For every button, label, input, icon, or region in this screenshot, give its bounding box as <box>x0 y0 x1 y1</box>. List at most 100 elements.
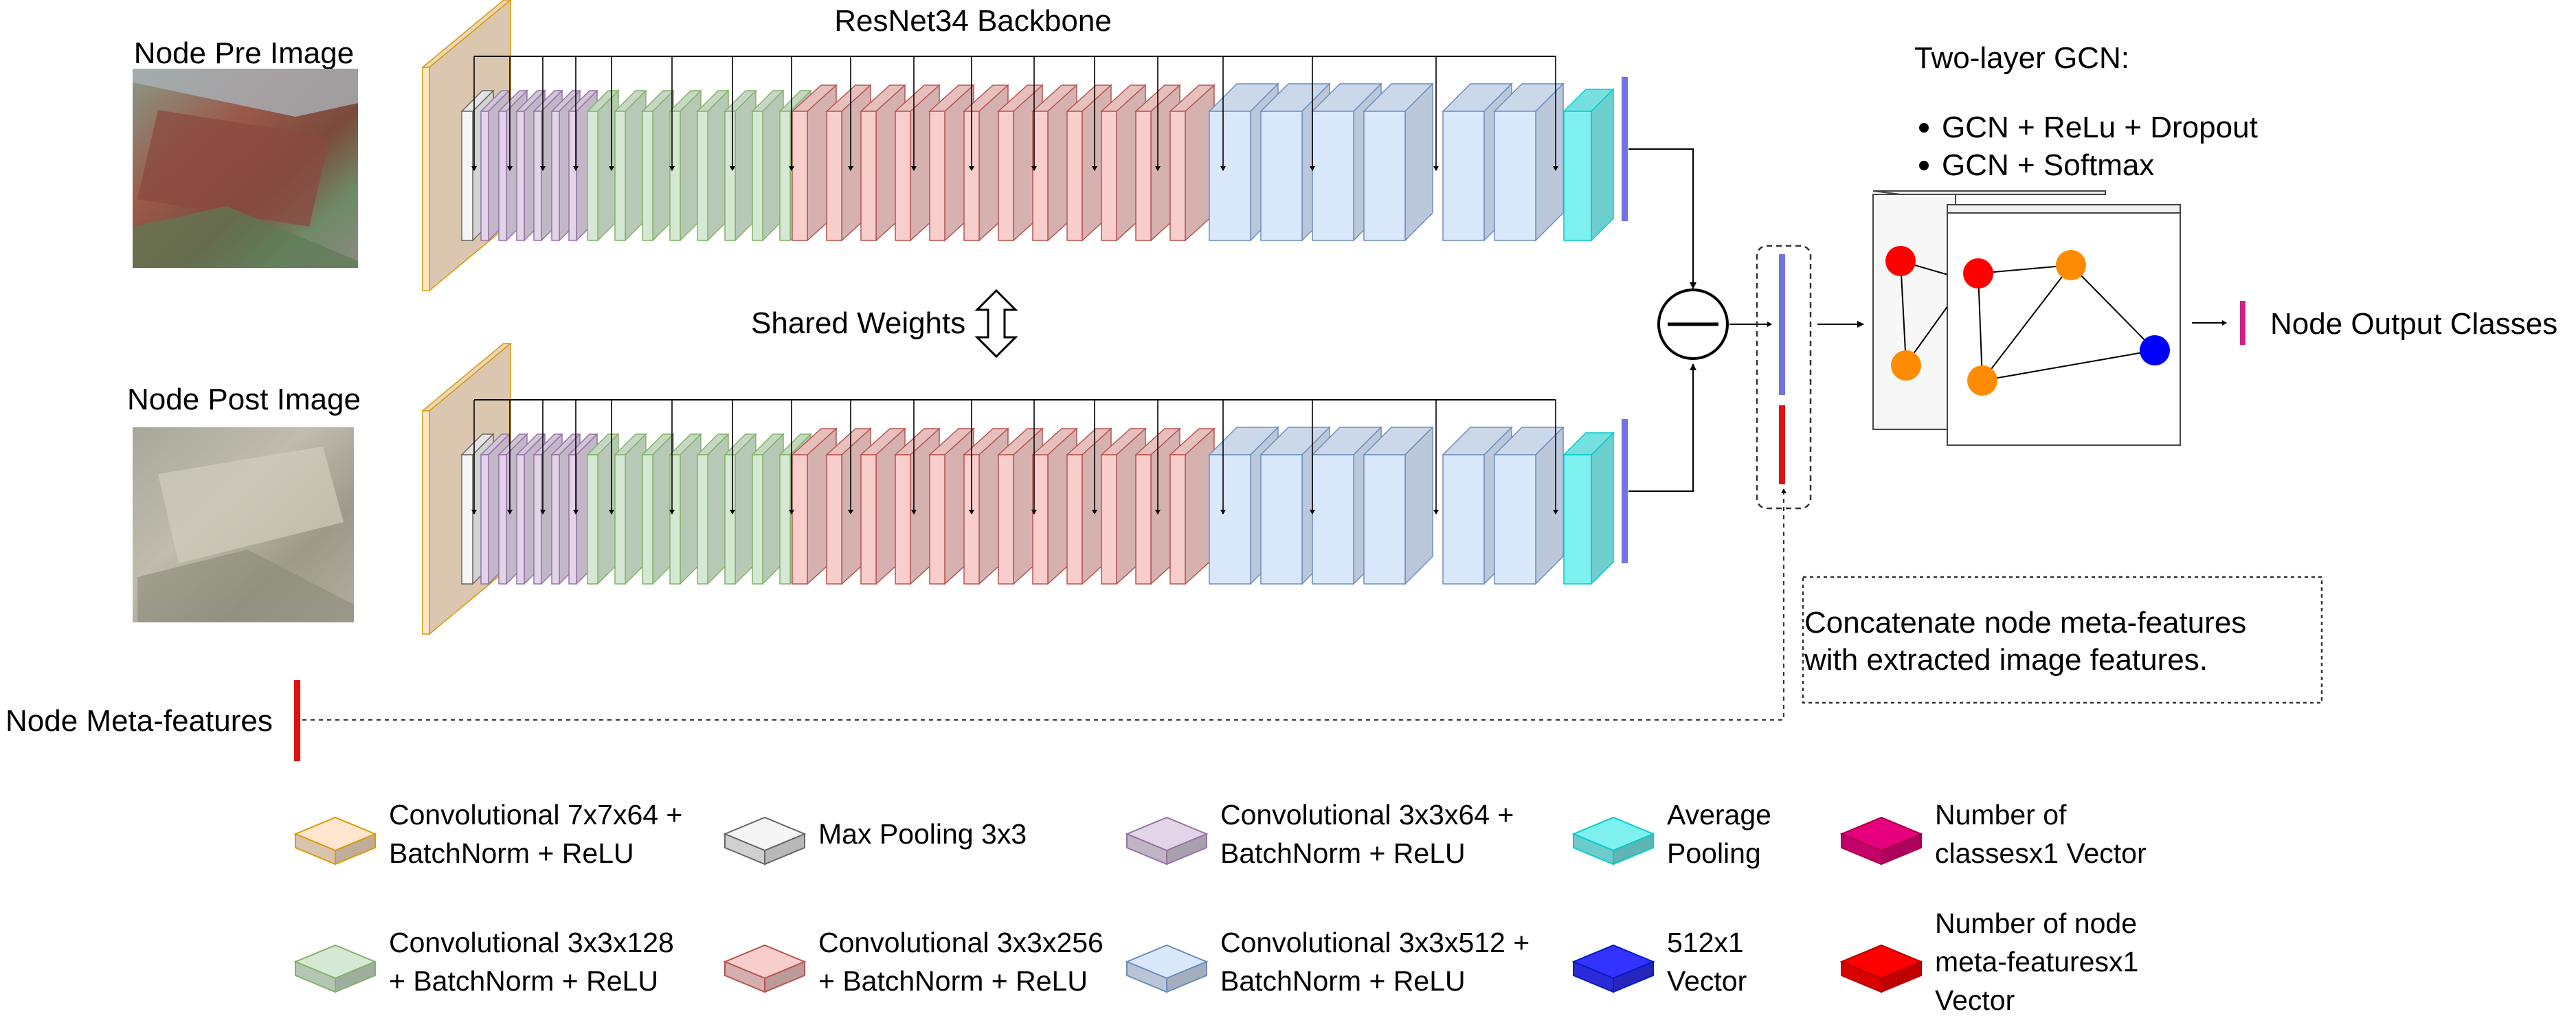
legend-label: Pooling <box>1667 837 1761 869</box>
legend-swatch-icon <box>1571 944 1655 993</box>
pre-image <box>133 69 358 268</box>
legend-swatch-icon <box>293 944 377 993</box>
conv128-layer <box>751 89 785 242</box>
post-image-label: Node Post Image <box>127 383 361 416</box>
connector-pre <box>1628 148 1696 289</box>
legend-item: Convolutional 3x3x256 + BatchNorm + ReLU <box>723 927 1104 997</box>
legend-swatch-icon <box>1125 816 1209 866</box>
legend-item: Convolutional 3x3x512 + BatchNorm + ReLU <box>1125 927 1530 997</box>
conv128-layer <box>586 89 620 242</box>
gcn-bullet-2: GCN + Softmax <box>1942 148 2154 182</box>
conv512-layer <box>1493 426 1565 585</box>
conv128-layer <box>641 433 675 585</box>
graph-node-orange <box>2056 250 2086 280</box>
conv512-layer <box>1363 426 1434 585</box>
concat-note-line1: Concatenate node meta-features <box>1804 606 2246 640</box>
legend-label: meta-featuresx1 <box>1935 946 2138 978</box>
conv128-layer <box>696 89 730 242</box>
legend-swatch-icon <box>723 816 807 866</box>
conv256-layer <box>1169 427 1216 585</box>
legend-label: + BatchNorm + ReLU <box>389 965 658 997</box>
conv512-layer <box>1493 82 1565 242</box>
conv256-layer <box>825 427 872 585</box>
bullet-icon <box>1919 123 1929 133</box>
graph-node-blue <box>2140 335 2170 365</box>
output-class-vector <box>2240 301 2245 345</box>
concat-image-vector <box>1779 254 1785 395</box>
conv128-layer <box>586 433 620 585</box>
legend: Convolutional 7x7x64 + BatchNorm + ReLU Ma… <box>293 799 2147 1016</box>
conv128-layer <box>724 433 757 585</box>
legend-swatch-icon <box>1125 944 1209 993</box>
legend-swatch-icon <box>1839 944 1923 993</box>
subtraction-icon <box>1657 289 1729 360</box>
legend-label: Convolutional 7x7x64 + <box>389 799 682 831</box>
legend-label: Vector <box>1935 984 2015 1016</box>
legend-swatch-icon <box>1839 816 1923 866</box>
legend-item: Convolutional 3x3x64 + BatchNorm + ReLU <box>1125 799 1514 869</box>
legend-item: Number of classesx1 Vector <box>1839 799 2147 869</box>
legend-item: Convolutional 7x7x64 + BatchNorm + ReLU <box>293 799 682 869</box>
legend-label: Vector <box>1667 965 1747 997</box>
meta-features-label: Node Meta-features <box>5 704 273 738</box>
graph-node-red <box>1885 246 1916 276</box>
shared-weights-label: Shared Weights <box>751 306 965 340</box>
gcn-layer-2 <box>1947 204 2181 446</box>
pre-image-label: Node Pre Image <box>134 36 354 70</box>
bullet-icon <box>1919 161 1929 170</box>
legend-item: Max Pooling 3x3 <box>723 816 1027 866</box>
legend-label: Average <box>1667 799 1771 831</box>
post-image <box>133 427 354 622</box>
conv128-layer <box>751 433 785 585</box>
conv128-layer <box>614 433 647 585</box>
avgpool-layer <box>1563 431 1615 585</box>
output-label: Node Output Classes <box>2270 307 2557 341</box>
conv128-layer <box>669 89 702 242</box>
backbone-post <box>421 342 1615 635</box>
legend-label: Convolutional 3x3x64 + <box>1220 799 1514 831</box>
backbone-title: ResNet34 Backbone <box>834 4 1112 38</box>
concat-note-line2: with extracted image features. <box>1804 643 2208 677</box>
legend-label: BatchNorm + ReLU <box>1220 837 1466 869</box>
legend-label: + BatchNorm + ReLU <box>818 965 1088 997</box>
feature-vector-pre <box>1622 77 1628 221</box>
conv128-layer <box>669 433 702 585</box>
legend-label: 512x1 <box>1667 927 1744 958</box>
legend-label: Max Pooling 3x3 <box>818 818 1027 850</box>
legend-label: BatchNorm + ReLU <box>389 837 634 869</box>
legend-item: Convolutional 3x3x128 + BatchNorm + ReLU <box>293 927 674 997</box>
legend-label: BatchNorm + ReLU <box>1220 965 1466 997</box>
avgpool-layer <box>1563 88 1615 242</box>
legend-label: Convolutional 3x3x256 <box>818 927 1104 958</box>
gcn-layer-1 <box>1872 190 2106 430</box>
conv128-layer <box>641 89 675 242</box>
legend-swatch-icon <box>1571 816 1655 866</box>
backbone-pre <box>421 0 1615 292</box>
conv512-layer <box>1363 82 1434 242</box>
conv128-layer <box>724 89 757 242</box>
legend-label: Number of node <box>1935 907 2137 939</box>
concat-meta-vector <box>1779 405 1785 484</box>
graph-node-red <box>1963 258 1993 289</box>
conv128-layer <box>614 89 647 242</box>
graph-node-orange <box>1891 350 1921 381</box>
legend-label: Convolutional 3x3x512 + <box>1220 927 1530 958</box>
connector-post <box>1628 363 1696 492</box>
graph-node-orange <box>1967 365 1997 396</box>
feature-vector-post <box>1622 419 1628 563</box>
legend-label: Convolutional 3x3x128 <box>389 927 674 958</box>
conv128-layer <box>696 433 730 585</box>
legend-swatch-icon <box>293 816 377 866</box>
connector-meta-to-concat <box>302 488 1787 721</box>
meta-features-vector <box>294 680 300 761</box>
gcn-title: Two-layer GCN: <box>1914 41 2129 75</box>
shared-weights-arrow-icon <box>974 289 1018 359</box>
legend-label: Number of <box>1935 799 2067 831</box>
legend-label: classesx1 Vector <box>1935 837 2147 869</box>
legend-swatch-icon <box>723 944 807 993</box>
concat-note-box <box>1802 576 2323 704</box>
